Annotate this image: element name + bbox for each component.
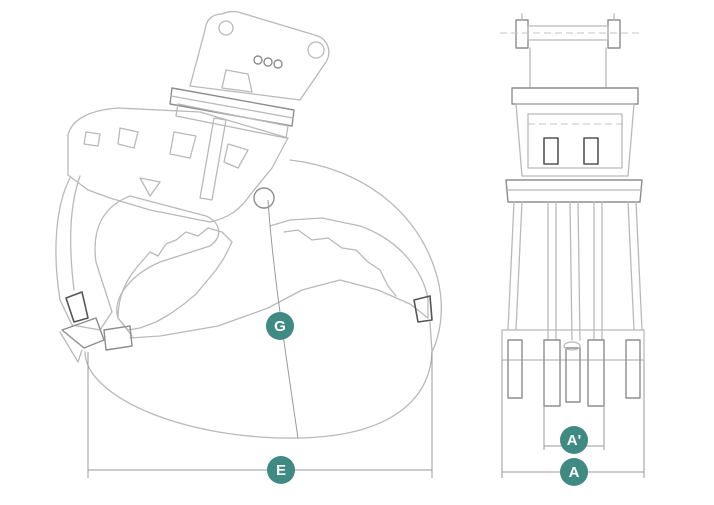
left-jaw: [55, 177, 220, 337]
front-view: [500, 13, 645, 478]
svg-text:A: A: [569, 464, 580, 481]
mounting-bracket: [189, 10, 330, 101]
right-jaw: [129, 217, 429, 339]
label-g-badge: G: [266, 312, 294, 340]
upper-body: [67, 107, 289, 223]
cross-beam: [505, 179, 643, 203]
jaw-teeth-contour: [117, 227, 233, 331]
svg-text:A': A': [567, 432, 581, 449]
tines: [507, 201, 643, 341]
svg-text:E: E: [276, 462, 286, 479]
rotator-block: [511, 87, 639, 105]
label-e-badge: E: [267, 456, 295, 484]
label-a-badge: A: [560, 458, 588, 486]
pivot-pin: [253, 187, 275, 209]
label-a-prime-badge: A': [560, 426, 588, 454]
rotator-ring: [169, 87, 295, 127]
svg-text:G: G: [274, 318, 286, 335]
side-view: [55, 10, 442, 478]
